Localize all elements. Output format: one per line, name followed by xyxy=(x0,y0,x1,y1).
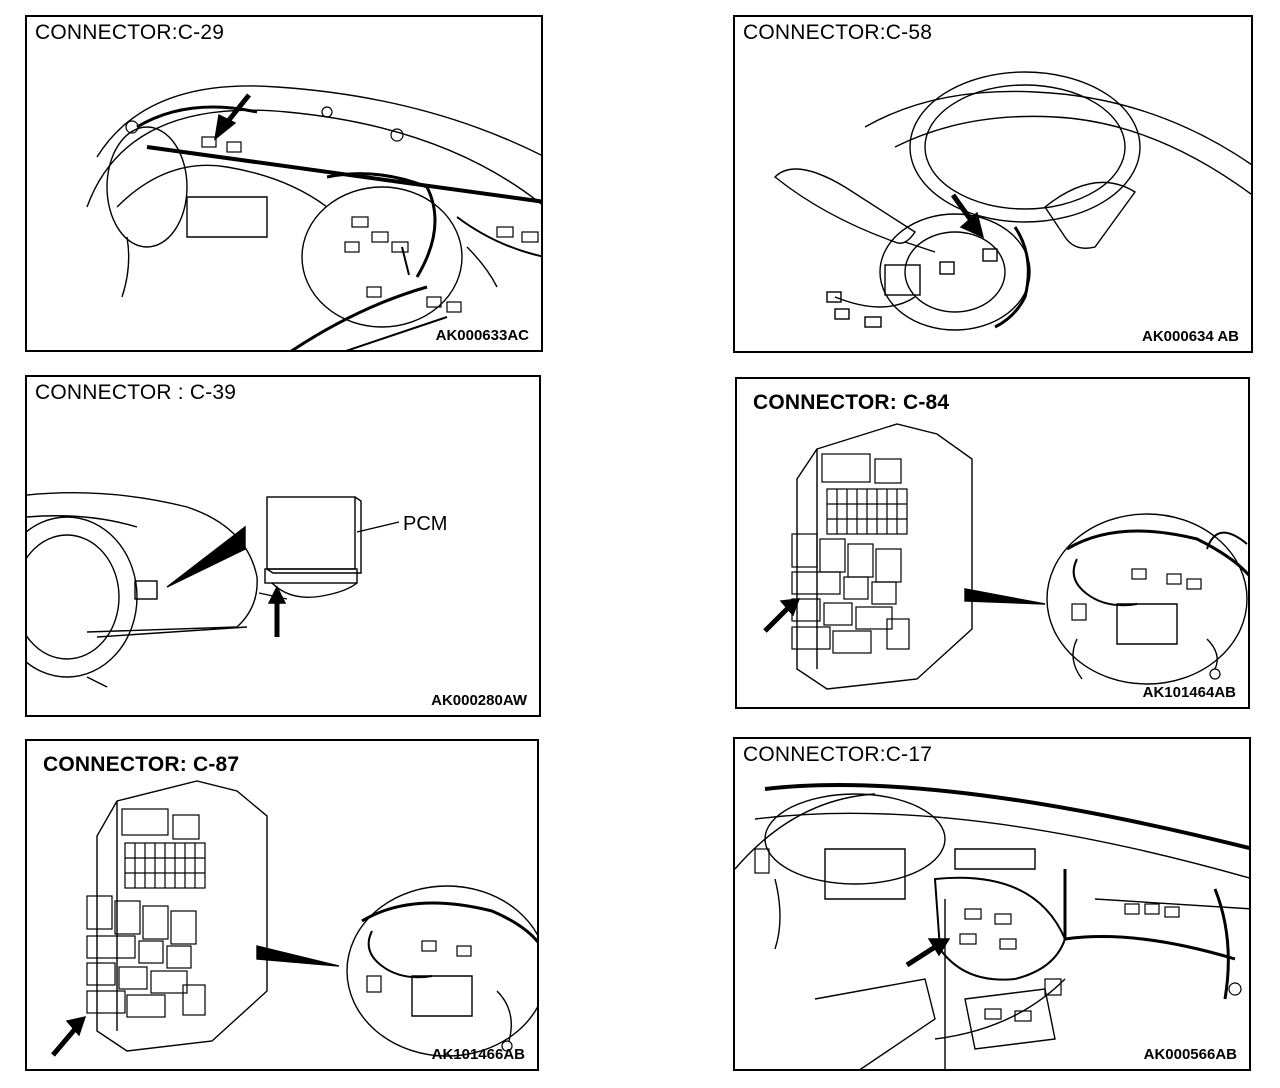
figure-code: AK000566AB xyxy=(1143,1046,1237,1063)
steering-column-illustration xyxy=(773,71,1251,331)
figure-code: AK000280AW xyxy=(431,692,527,709)
diagram-panel-c29: CONNECTOR:C-29 AK000633AC xyxy=(25,15,543,352)
figure-code: AK101464AB xyxy=(1142,684,1236,701)
connector-title: CONNECTOR: C-87 xyxy=(43,753,240,776)
connector-title: CONNECTOR:C-17 xyxy=(743,743,937,767)
diagram-panel-c87: CONNECTOR: C-87 AK101466AB xyxy=(25,739,539,1071)
dashboard-harness-illustration xyxy=(86,85,541,350)
figure-code: AK101466AB xyxy=(431,1046,525,1063)
connector-title: CONNECTOR : C-39 xyxy=(35,381,237,404)
connector-title: CONNECTOR: C-84 xyxy=(753,391,950,414)
pcm-location-illustration xyxy=(27,492,400,688)
figure-code: AK000633AC xyxy=(435,327,529,344)
diagram-panel-c17: CONNECTOR:C-17 AK000566AB xyxy=(733,737,1251,1071)
diagram-panel-c84: CONNECTOR: C-84 AK101464AB xyxy=(735,377,1250,709)
dashboard-harness-illustration xyxy=(735,783,1249,1069)
diagram-panel-c39: CONNECTOR : C-39 PCM AK000280AW xyxy=(25,375,541,717)
figure-code: AK000634 AB xyxy=(1142,328,1239,345)
diagram-panel-c58: CONNECTOR:C-58 AK000634 AB xyxy=(733,15,1253,353)
pcm-label: PCM xyxy=(403,513,448,535)
connector-title: CONNECTOR:C-29 xyxy=(35,21,225,44)
connector-title: CONNECTOR:C-58 xyxy=(743,21,933,44)
junction-block-illustration xyxy=(51,780,537,1057)
junction-block-illustration xyxy=(763,423,1248,690)
